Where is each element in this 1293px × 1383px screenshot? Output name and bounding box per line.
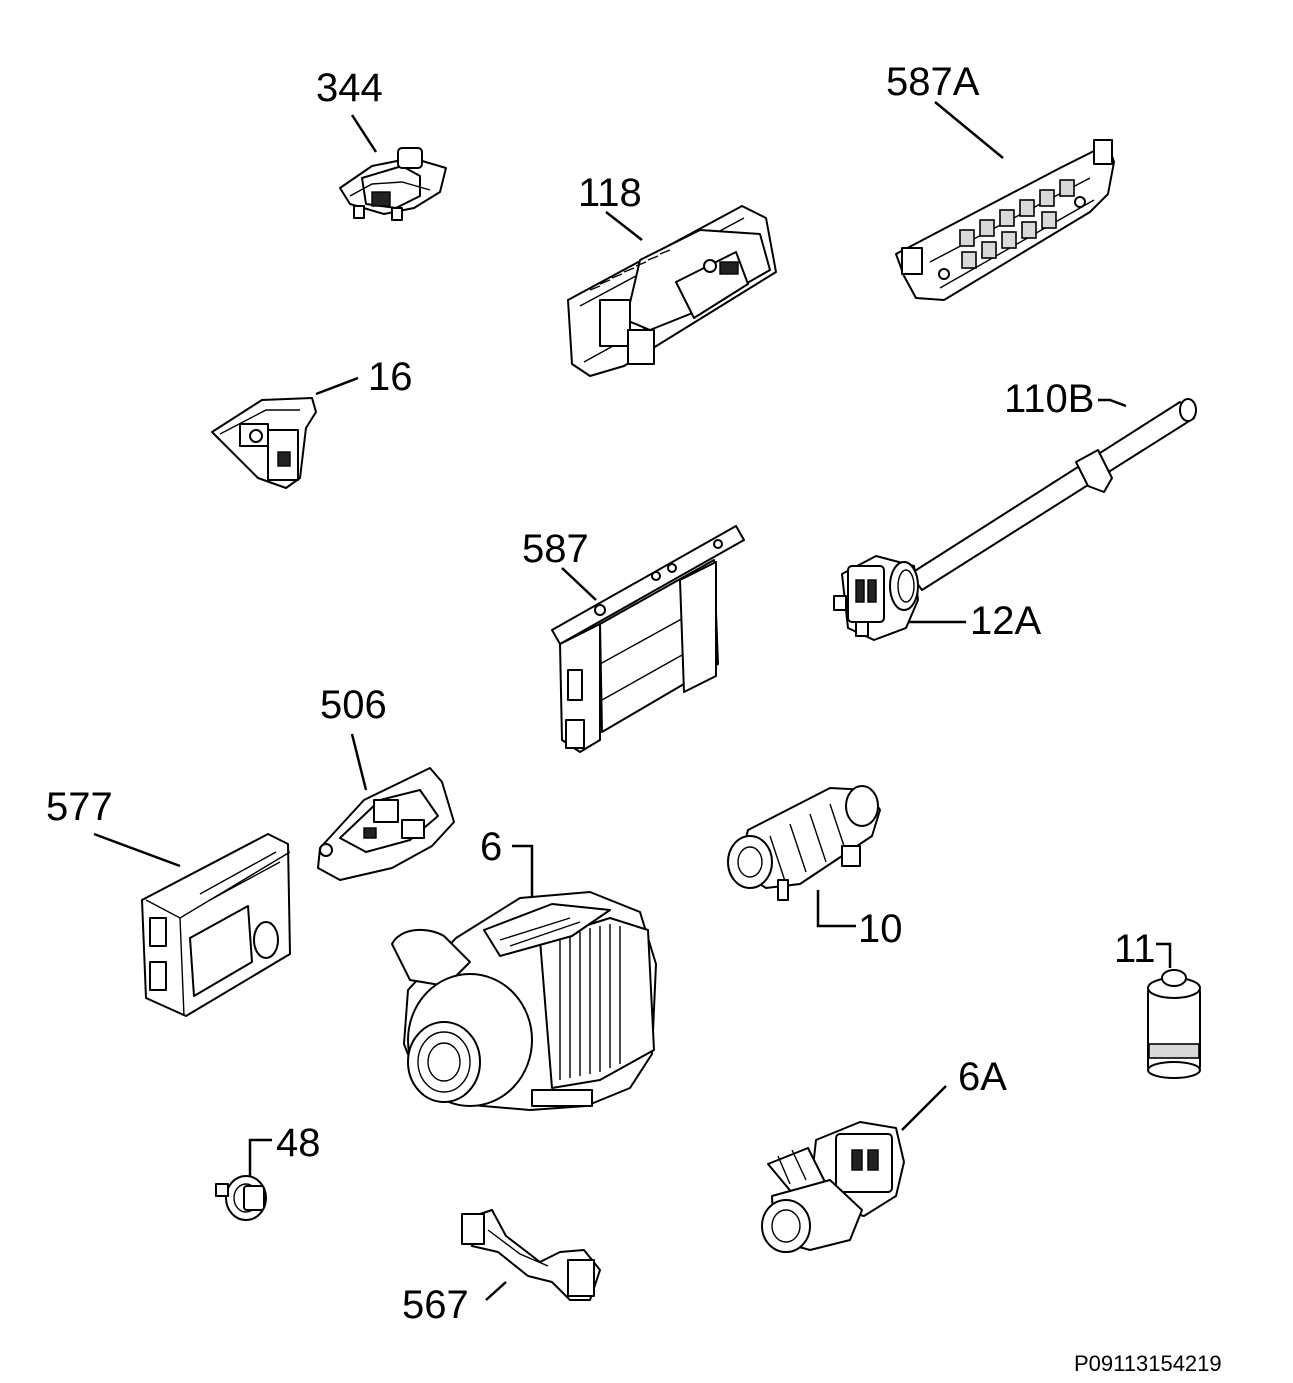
part-110B: 110B	[909, 377, 1197, 591]
label-587A: 587A	[886, 60, 980, 104]
label-506: 506	[320, 683, 387, 727]
leader-587	[561, 567, 597, 601]
leader-6	[512, 844, 534, 896]
part-587A: 587A	[886, 60, 1115, 301]
part-6-drawing	[391, 891, 657, 1111]
part-16-drawing	[211, 397, 317, 489]
part-48: 48	[215, 1121, 321, 1221]
part-587A-grid	[959, 179, 1075, 269]
part-11-drawing	[1147, 969, 1201, 1079]
part-6-windings	[559, 924, 621, 1080]
leader-110B	[1098, 398, 1127, 408]
part-506: 506	[317, 683, 455, 881]
part-587-drawing	[551, 525, 745, 753]
part-506-drawing	[317, 767, 455, 881]
leader-506	[350, 733, 368, 791]
part-577: 577	[46, 785, 291, 1017]
part-577-drawing	[141, 833, 291, 1017]
diagram-reference-code: P09113154219	[1074, 1351, 1222, 1376]
part-12A: 12A	[833, 555, 1041, 643]
part-10-drawing	[727, 785, 881, 901]
label-11: 11	[1114, 927, 1156, 971]
part-12A-drawing	[833, 555, 919, 641]
label-6A: 6A	[958, 1055, 1007, 1099]
leader-6A	[901, 1085, 947, 1131]
label-587: 587	[522, 527, 589, 571]
part-587: 587	[522, 525, 745, 753]
label-577: 577	[46, 785, 113, 829]
part-6: 6	[391, 825, 657, 1111]
part-118: 118	[567, 171, 777, 377]
part-587A-drawing	[895, 139, 1115, 301]
part-118-drawing	[567, 205, 777, 377]
part-48-drawing	[215, 1175, 267, 1221]
part-6A: 6A	[761, 1055, 1007, 1253]
label-118: 118	[578, 171, 642, 215]
part-344-drawing	[339, 147, 447, 221]
label-48: 48	[276, 1121, 321, 1165]
part-11: 11	[1114, 927, 1201, 1079]
label-10: 10	[858, 907, 903, 951]
label-16: 16	[368, 355, 413, 399]
leader-118	[605, 211, 643, 241]
label-110B: 110B	[1004, 377, 1094, 421]
leader-11	[1156, 942, 1172, 968]
part-110B-drawing	[909, 398, 1197, 591]
part-10: 10	[727, 785, 903, 951]
part-567-drawing	[461, 1209, 601, 1301]
part-344: 344	[316, 66, 447, 221]
leader-577	[93, 832, 181, 868]
part-567: 567	[402, 1209, 601, 1327]
part-16: 16	[211, 355, 413, 489]
label-567: 567	[402, 1283, 469, 1327]
leader-344	[350, 114, 378, 153]
leader-567	[485, 1281, 507, 1301]
label-6: 6	[480, 825, 502, 869]
leader-10	[816, 890, 856, 928]
leader-16	[315, 376, 359, 396]
label-12A: 12A	[970, 599, 1041, 643]
part-6A-drawing	[761, 1121, 905, 1253]
leader-48	[248, 1138, 272, 1176]
leader-587A	[934, 101, 1004, 159]
label-344: 344	[316, 66, 383, 110]
